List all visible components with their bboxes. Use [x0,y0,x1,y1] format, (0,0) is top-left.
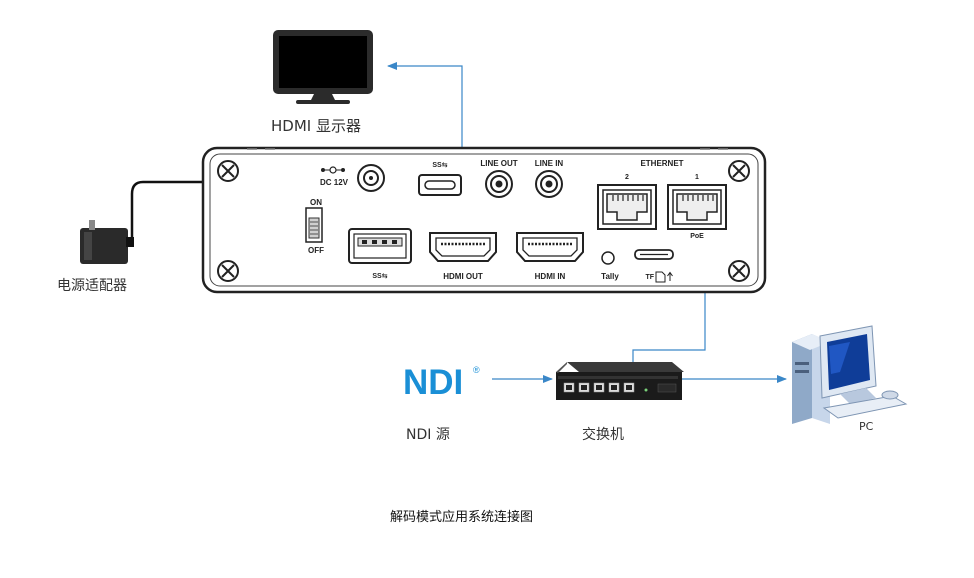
ethernet-ports: ETHERNET 2 1 PoE [597,159,727,240]
ndi-source-label: NDI 源 [406,427,450,443]
hdmi-out-port: HDMI OUT [429,232,497,281]
dc-label: DC 12V [320,178,349,187]
tally-label: Tally [601,272,619,281]
power-switch: ON OFF [305,198,324,255]
line-out-label: LINE OUT [480,159,517,168]
hdmi-in-label: HDMI IN [535,272,566,281]
line-in-label: LINE IN [535,159,564,168]
tf-label: TF [645,274,654,281]
power-adapter-label: 电源适配器 [57,278,127,294]
diagram-caption: 解码模式应用系统连接图 [390,510,534,525]
usb-c-logo: SS⇆ [432,162,447,169]
hdmi-in-port: HDMI IN [516,232,584,281]
ethernet-port-1 [667,184,727,230]
usb-a-logo: SS⇆ [372,273,387,280]
switch-label: 交换机 [582,427,624,443]
pc-label: PC [859,420,874,433]
switch-on-label: ON [310,198,322,207]
screw-icon [728,160,750,182]
ndi-logo-mark: ® [473,365,480,375]
pc-icon [792,325,908,424]
monitor-icon [273,30,373,104]
power-adapter-icon [80,180,318,264]
ndi-logo: NDI ® [403,363,480,402]
ethernet-port-2 [597,184,657,230]
ndi-logo-text: NDI [403,363,463,402]
dc-power-port: DC 12V [320,164,385,192]
screw-icon [728,260,750,282]
device-rear-panel: DC 12V ON OFF SS⇆ LINE OUT LINE [201,146,767,294]
screw-icon [217,160,239,182]
switch-off-label: OFF [308,246,324,255]
network-switch-icon [556,362,684,400]
line-out-port: LINE OUT [480,159,518,198]
hdmi-out-label: HDMI OUT [443,272,483,281]
usb-a-port: SS⇆ [348,228,412,280]
port-1-label: 1 [695,174,699,181]
line-in-port: LINE IN [535,159,564,198]
switch-to-device-line [632,238,709,362]
port-2-label: 2 [625,174,629,181]
ethernet-label: ETHERNET [640,159,683,168]
poe-label: PoE [690,233,704,240]
tally-led: Tally [601,251,619,281]
tf-card-slot: TF [634,249,674,283]
monitor-label: HDMI 显示器 [271,117,361,135]
screw-icon [217,260,239,282]
usb-c-port: SS⇆ [418,162,462,196]
